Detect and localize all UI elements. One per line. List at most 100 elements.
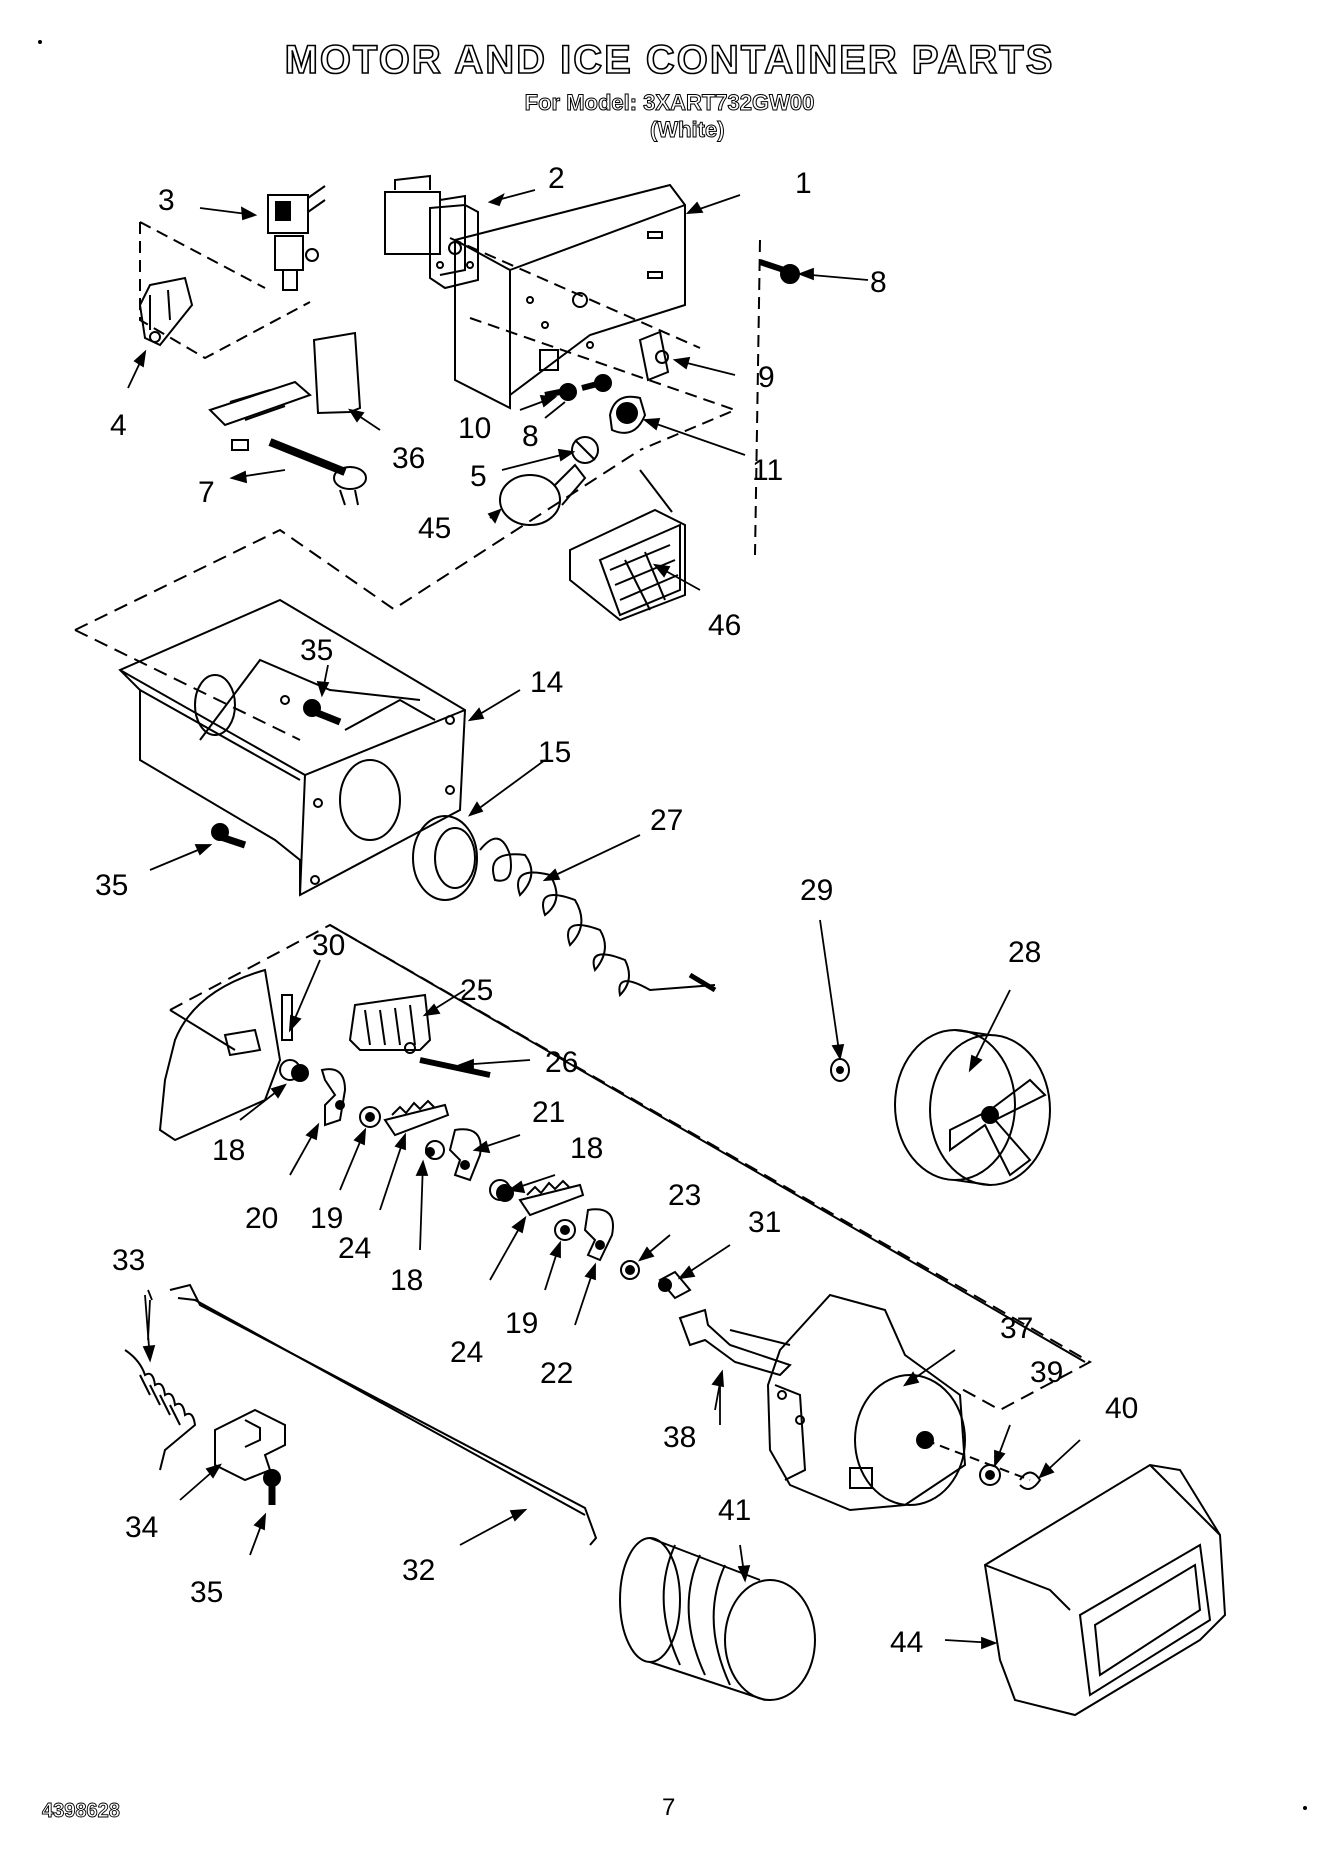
part-9-clip xyxy=(638,330,670,382)
part-1-control-housing xyxy=(454,183,686,410)
part-2-drive-motor xyxy=(384,174,479,290)
callout-19b: 19 xyxy=(505,1307,538,1340)
part-25-crusher-block xyxy=(348,993,432,1054)
part-38-actuator-arm xyxy=(678,1308,792,1377)
part-37-auger-motor xyxy=(766,1293,967,1512)
page-title: MOTOR AND ICE CONTAINER PARTS xyxy=(284,37,1055,83)
callout-29: 29 xyxy=(800,874,833,907)
part-29-washer xyxy=(830,1058,850,1082)
part-3-solenoid-valve xyxy=(267,185,326,291)
callout-24b: 24 xyxy=(450,1336,483,1369)
callout-15: 15 xyxy=(538,736,571,769)
part-24-blade-a xyxy=(383,1099,450,1137)
callout-2: 2 xyxy=(548,162,565,195)
part-36-pad xyxy=(312,331,362,415)
part-11-lamp-socket xyxy=(608,395,647,434)
model-line: For Model: 3XART732GW00 xyxy=(524,90,815,116)
margin-dot xyxy=(38,40,42,44)
callout-8b: 8 xyxy=(522,420,539,453)
part-20-cam-plate xyxy=(320,1068,347,1127)
color-line: (White) xyxy=(650,117,726,143)
callout-41: 41 xyxy=(718,1494,751,1527)
callout-36: 36 xyxy=(392,442,425,475)
callout-22: 22 xyxy=(540,1357,573,1390)
callout-40: 40 xyxy=(1105,1392,1138,1425)
callout-32: 32 xyxy=(402,1554,435,1587)
part-18-spacer-b xyxy=(425,1140,445,1160)
callout-24a: 24 xyxy=(338,1232,371,1265)
document-number: 4398628 xyxy=(42,1800,121,1823)
part-31-bushing xyxy=(658,1270,692,1300)
callout-11: 11 xyxy=(752,454,783,487)
callout-38: 38 xyxy=(663,1421,696,1454)
callout-labels: 1 2 3 4 5 7 8 8 9 10 11 14 15 18 18 18 1… xyxy=(95,162,1138,1659)
part-45-light-bulb xyxy=(499,463,587,526)
part-5-lamp-base xyxy=(571,436,599,464)
part-19-washer-b xyxy=(554,1219,576,1241)
callout-26: 26 xyxy=(545,1046,578,1079)
callout-3: 3 xyxy=(158,184,175,217)
callout-34: 34 xyxy=(125,1511,158,1544)
callout-28: 28 xyxy=(1008,936,1041,969)
callout-19a: 19 xyxy=(310,1202,343,1235)
part-8-screw-lower xyxy=(581,374,612,392)
callout-4: 4 xyxy=(110,409,127,442)
callout-31: 31 xyxy=(748,1206,781,1239)
part-8-screw-upper xyxy=(759,259,800,284)
upper-mounting-plane xyxy=(139,221,761,556)
callout-14: 14 xyxy=(530,666,563,699)
callout-10: 10 xyxy=(458,412,491,445)
container-plane xyxy=(74,449,641,741)
part-26-rod xyxy=(419,1057,491,1078)
callout-25: 25 xyxy=(460,974,493,1007)
part-19-washer-a xyxy=(359,1106,381,1128)
callout-35b: 35 xyxy=(95,869,128,902)
callout-44: 44 xyxy=(890,1626,923,1659)
callout-35a: 35 xyxy=(300,634,333,667)
part-27-auger-coil xyxy=(479,837,717,998)
callout-33: 33 xyxy=(112,1244,145,1277)
part-39-washer xyxy=(979,1464,1001,1486)
callout-30: 30 xyxy=(312,929,345,962)
callout-8a: 8 xyxy=(870,266,887,299)
part-40-retaining-ring xyxy=(1019,1471,1042,1490)
callout-39: 39 xyxy=(1030,1356,1063,1389)
callout-1: 1 xyxy=(795,167,812,200)
callout-45: 45 xyxy=(418,512,451,545)
leader-arrows xyxy=(127,189,1081,1650)
callout-7: 7 xyxy=(198,476,215,509)
part-33-spring xyxy=(124,1349,197,1471)
callout-37: 37 xyxy=(1000,1312,1033,1345)
part-35-screw-b xyxy=(211,823,247,849)
part-21-cam-plate xyxy=(448,1128,482,1182)
callout-18a: 18 xyxy=(212,1134,245,1167)
part-30-end-plate xyxy=(158,968,293,1142)
callout-18c: 18 xyxy=(390,1264,423,1297)
callout-18b: 18 xyxy=(570,1132,603,1165)
part-14-ice-bin-housing xyxy=(118,598,467,897)
callout-46: 46 xyxy=(708,609,741,642)
callout-21: 21 xyxy=(532,1096,565,1129)
part-23-washer xyxy=(620,1260,640,1280)
margin-dot xyxy=(1303,1806,1307,1810)
part-24-blade-b xyxy=(518,1179,585,1217)
callout-23: 23 xyxy=(668,1179,701,1212)
callout-27: 27 xyxy=(650,804,683,837)
part-46-lamp-shield xyxy=(569,469,686,622)
callout-9: 9 xyxy=(758,361,775,394)
part-32-rod xyxy=(169,1283,598,1546)
page-number: 7 xyxy=(662,1794,676,1821)
part-35-screw-a xyxy=(303,699,342,726)
part-41-coupler xyxy=(619,1537,816,1701)
callout-35c: 35 xyxy=(190,1576,223,1609)
part-10-screw xyxy=(544,383,577,401)
part-15-bearing xyxy=(412,815,478,901)
part-34-clip xyxy=(214,1408,286,1482)
part-28-ice-crusher-drum xyxy=(894,1029,1051,1186)
part-35-screw-c xyxy=(263,1469,281,1505)
part-4-bracket xyxy=(138,276,194,347)
part-18-spacer-a xyxy=(279,1059,309,1082)
callout-5: 5 xyxy=(470,460,487,493)
